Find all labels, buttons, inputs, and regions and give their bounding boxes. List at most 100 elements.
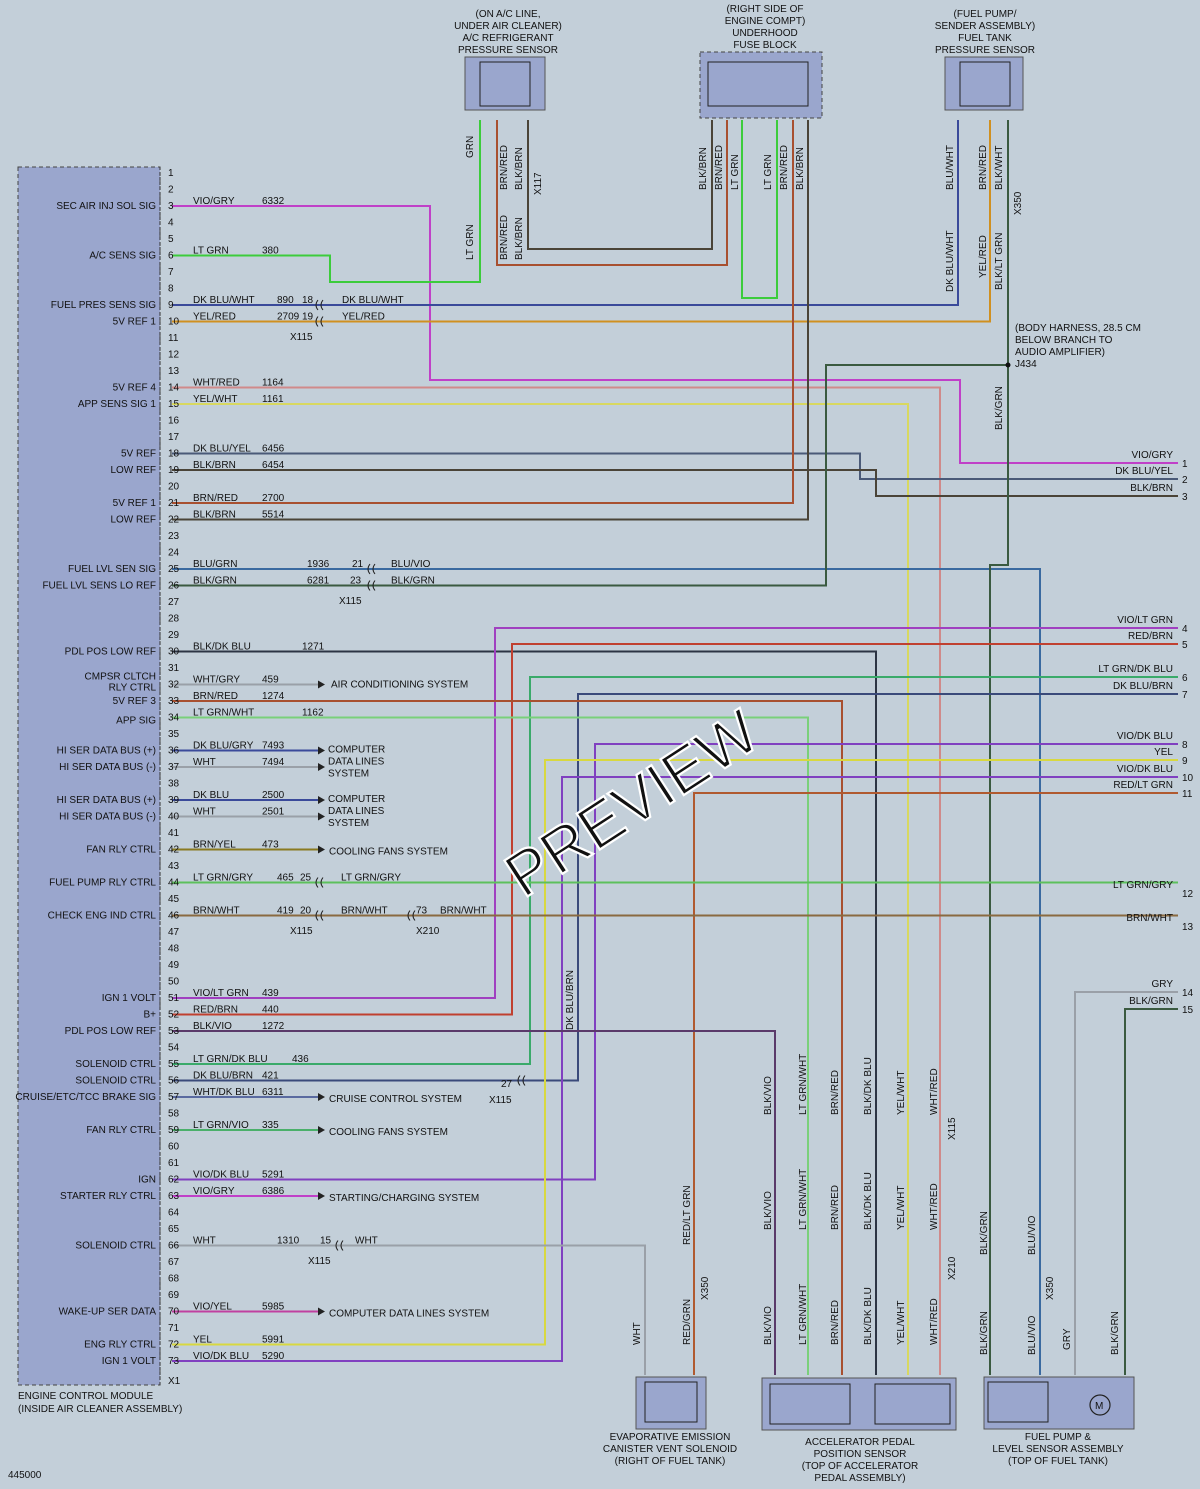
ecm-pin-63: 63 bbox=[168, 1191, 180, 1202]
inline-n23: 23 bbox=[350, 576, 362, 587]
vl-app-1c: BLK/DK BLU bbox=[863, 1287, 874, 1345]
wire-color-26: BLK/GRN bbox=[193, 576, 237, 587]
inline-w25: LT GRN/GRY bbox=[341, 873, 401, 884]
circuit-19: 6454 bbox=[262, 460, 285, 471]
ecm-pin-42: 42 bbox=[168, 845, 180, 856]
conn-x210-b: X210 bbox=[947, 1256, 958, 1280]
ecm-pin-8: 8 bbox=[168, 284, 174, 295]
ecm-pin-44: 44 bbox=[168, 878, 180, 889]
ecm-pin-14: 14 bbox=[168, 383, 180, 394]
wire-color-19: BLK/BRN bbox=[193, 460, 236, 471]
circuit-42: 473 bbox=[262, 840, 279, 851]
ecm-pin-label-53: PDL POS LOW REF bbox=[65, 1026, 156, 1037]
right-edge-wire-5: RED/BRN bbox=[1128, 631, 1173, 642]
circuit-6: 380 bbox=[262, 246, 279, 257]
ecm-pin-label-25: FUEL LVL SEN SIG bbox=[68, 564, 156, 575]
ecm-pin-69: 69 bbox=[168, 1290, 180, 1301]
fuse-block-label-line-1: ENGINE COMPT) bbox=[725, 16, 806, 27]
vl-j434: BLK/GRN bbox=[994, 386, 1005, 430]
wire-color-33: BRN/RED bbox=[193, 691, 238, 702]
wire-pin-34 bbox=[172, 716, 809, 1375]
wire-color-42: BRN/YEL bbox=[193, 840, 236, 851]
ecm-pin-73: 73 bbox=[168, 1356, 180, 1367]
splice-note-0: (BODY HARNESS, 28.5 CM bbox=[1015, 323, 1141, 334]
right-edge-num-10: 10 bbox=[1182, 773, 1194, 784]
right-edge-wire-4: VIO/LT GRN bbox=[1117, 615, 1173, 626]
wire-pin-30 bbox=[172, 650, 877, 1375]
vl-fp-b: BLU/VIO bbox=[1027, 1215, 1038, 1255]
fuel-pump-label-line-1: LEVEL SENSOR ASSEMBLY bbox=[992, 1444, 1123, 1455]
ecm-pin-label-33: 5V REF 3 bbox=[113, 696, 157, 707]
ecm-pin-label-9: FUEL PRES SENS SIG bbox=[51, 300, 156, 311]
evap-label-line-0: EVAPORATIVE EMISSION bbox=[610, 1432, 731, 1443]
inline-w21: BLU/VIO bbox=[391, 559, 431, 570]
wire-fuse-x1 bbox=[741, 120, 778, 299]
circuit-34: 1162 bbox=[302, 708, 324, 719]
ecm-pin-label-6: A/C SENS SIG bbox=[89, 251, 156, 262]
connector-mark bbox=[335, 1240, 344, 1251]
wire-pin-26 bbox=[172, 364, 1008, 587]
ecm-pin-34: 34 bbox=[168, 713, 180, 724]
ecm-name: ENGINE CONTROL MODULE bbox=[18, 1391, 154, 1402]
fuse-block-label-line-0: (RIGHT SIDE OF bbox=[726, 4, 803, 15]
ecm-pin-label-3: SEC AIR INJ SOL SIG bbox=[56, 201, 156, 212]
connector-mark bbox=[315, 316, 324, 327]
vl-ac-c: LT GRN bbox=[465, 224, 476, 260]
wire-color-22: BLK/BRN bbox=[193, 510, 236, 521]
right-edge-wire-14: GRY bbox=[1152, 979, 1174, 990]
vl-fp-4: BLU/VIO bbox=[1027, 1315, 1038, 1355]
vl-app-5: BLK/VIO bbox=[763, 1076, 774, 1115]
ecm-pin-4: 4 bbox=[168, 218, 174, 229]
sysref-cdl2-c: SYSTEM bbox=[328, 818, 369, 829]
vl-app-5c: BRN/RED bbox=[830, 1185, 841, 1230]
inline-n21: 21 bbox=[352, 559, 364, 570]
sysref-fan1: COOLING FANS SYSTEM bbox=[329, 847, 448, 858]
ecm-pin-60: 60 bbox=[168, 1142, 180, 1153]
circuit-3: 6332 bbox=[262, 196, 285, 207]
right-edge-num-3: 3 bbox=[1182, 492, 1188, 503]
ecm-pin-68: 68 bbox=[168, 1274, 180, 1285]
ecm-pin-33: 33 bbox=[168, 696, 180, 707]
ecm-pin-27: 27 bbox=[168, 597, 180, 608]
ecm-pin-31: 31 bbox=[168, 663, 180, 674]
ecm-pin-48: 48 bbox=[168, 944, 180, 955]
conn-x115-c: X115 bbox=[290, 926, 313, 937]
wire-pin-62 bbox=[172, 743, 1178, 1181]
wire-pin-14 bbox=[172, 386, 941, 1375]
inline-w23: BLK/GRN bbox=[391, 576, 435, 587]
circuit-44: 465 bbox=[277, 873, 294, 884]
solenoid-coil-icon bbox=[644, 1381, 698, 1423]
wire-color-15: YEL/WHT bbox=[193, 394, 237, 405]
ecm-body bbox=[17, 166, 161, 1386]
ecm-pin-label-18: 5V REF bbox=[121, 449, 156, 460]
right-edge-num-8: 8 bbox=[1182, 740, 1188, 751]
circuit-56: 421 bbox=[262, 1071, 279, 1082]
wire-color-34: LT GRN/WHT bbox=[193, 708, 254, 719]
vl-fb-53: BRN/RED bbox=[714, 145, 725, 190]
right-edge-wire-15: BLK/GRN bbox=[1129, 996, 1173, 1007]
stub-32-arrow bbox=[318, 680, 325, 689]
splice-note-3: J434 bbox=[1015, 359, 1037, 370]
fuel-pump-label-line-2: (TOP OF FUEL TANK) bbox=[1008, 1456, 1108, 1467]
connector-mark bbox=[315, 877, 324, 888]
vl-ac-2: BRN/RED bbox=[499, 145, 510, 190]
ac-sensor-label-line-0: (ON A/C LINE, bbox=[475, 9, 540, 20]
vl-evap-m: RED/LT GRN bbox=[682, 1185, 693, 1245]
circuit-14: 1164 bbox=[262, 378, 284, 389]
vl-app-5c: BLK/VIO bbox=[763, 1306, 774, 1345]
vl-app-6: BRN/RED bbox=[830, 1070, 841, 1115]
wire-color-53: BLK/VIO bbox=[193, 1021, 232, 1032]
ecm-pin-3: 3 bbox=[168, 201, 174, 212]
circuit-15: 1161 bbox=[262, 394, 284, 405]
wire-pin-9 bbox=[172, 120, 959, 306]
wire-color-36: DK BLU/GRY bbox=[193, 741, 254, 752]
ecm-pin-label-37: HI SER DATA BUS (-) bbox=[59, 762, 156, 773]
ecm-pin-72: 72 bbox=[168, 1340, 180, 1351]
ecm-pin-label-42: FAN RLY CTRL bbox=[86, 845, 156, 856]
ecm-pin-55: 55 bbox=[168, 1059, 180, 1070]
level-sensor-element bbox=[987, 1381, 1049, 1423]
inline-n19: 19 bbox=[302, 312, 314, 323]
underhood-fuse-block bbox=[699, 51, 823, 119]
wire-color-72: YEL bbox=[193, 1335, 212, 1346]
